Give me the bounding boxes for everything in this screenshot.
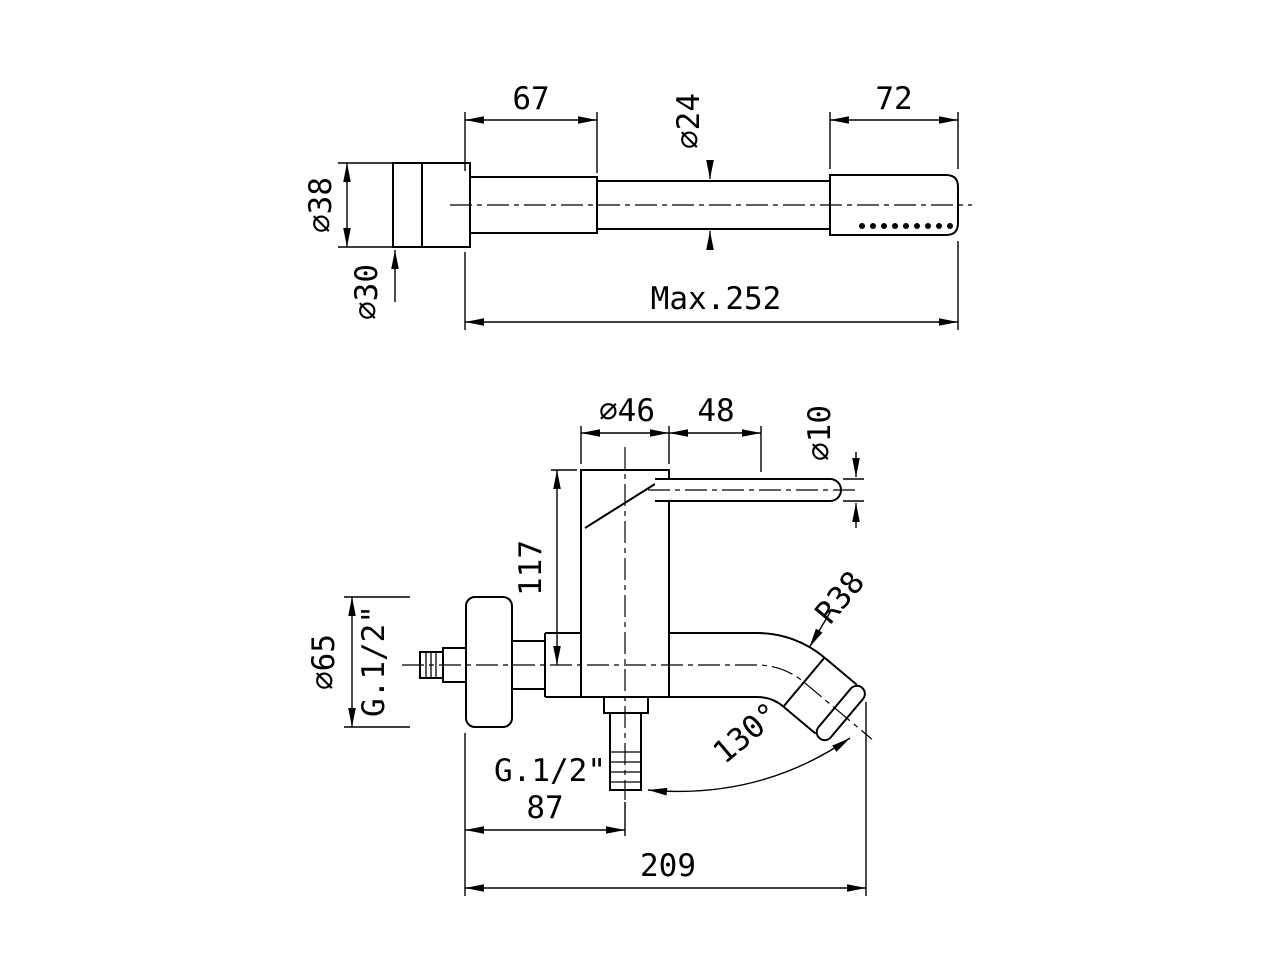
dim-label-209: 209	[640, 848, 696, 884]
dim-handle-offset: 48	[669, 393, 762, 472]
dim-label-67: 67	[512, 81, 549, 117]
outlet-collar	[603, 696, 649, 714]
dim-label-130deg: 130°	[706, 696, 786, 772]
wall-mixer-view: ⌀46 48 ⌀10 117 ⌀65 G.1/2"	[306, 393, 873, 896]
dim-flange-diameter: ⌀65	[306, 596, 410, 728]
dim-max-length: Max.252	[464, 241, 959, 330]
dim-label-d10: ⌀10	[802, 405, 838, 461]
dim-label-max252: Max.252	[651, 281, 782, 317]
dim-label-d46: ⌀46	[599, 393, 655, 429]
dim-label-48: 48	[697, 393, 734, 429]
dim-head-length: 72	[829, 81, 959, 169]
spout-junction-ring	[782, 656, 826, 708]
dim-label-72: 72	[875, 81, 912, 117]
dim-body-diameter: ⌀46	[580, 393, 670, 464]
shower-nozzle-dots	[859, 223, 953, 229]
dim-cone-diameter: ⌀30	[349, 250, 399, 320]
dim-tube-diameter: ⌀24	[671, 93, 714, 250]
dim-label-d30: ⌀30	[349, 264, 385, 320]
hand-shower-view: 67 72 ⌀24 ⌀38 ⌀30 Max.252	[303, 81, 972, 330]
mixer-body	[580, 469, 670, 697]
dim-label-r38: R38	[809, 565, 873, 631]
dim-spout-angle: 130°	[647, 696, 851, 796]
dim-label-outlet-thread: G.1/2"	[494, 753, 606, 789]
spout-centerline	[402, 664, 873, 740]
dim-lever-diameter: ⌀10	[802, 405, 864, 528]
dim-label-d38: ⌀38	[303, 177, 339, 233]
dim-label-87: 87	[526, 790, 563, 826]
dim-spout-radius: R38	[809, 565, 873, 648]
dim-label-d65: ⌀65	[306, 634, 342, 690]
spout-outer-edge	[669, 632, 858, 686]
dim-label-117: 117	[513, 540, 549, 596]
dim-label-inlet-thread: G.1/2"	[356, 605, 392, 717]
dim-label-d24: ⌀24	[671, 93, 707, 149]
dim-total-reach: 209	[465, 702, 867, 896]
dim-grip-length: 67	[464, 81, 598, 173]
dim-outlet-offset: 87	[464, 733, 626, 896]
valve-body-bottom-and-spout-inner	[545, 695, 817, 735]
dim-bracket-diameter: ⌀38	[303, 162, 392, 248]
wall-flange	[465, 596, 513, 728]
dim-body-height: 117	[513, 469, 577, 665]
